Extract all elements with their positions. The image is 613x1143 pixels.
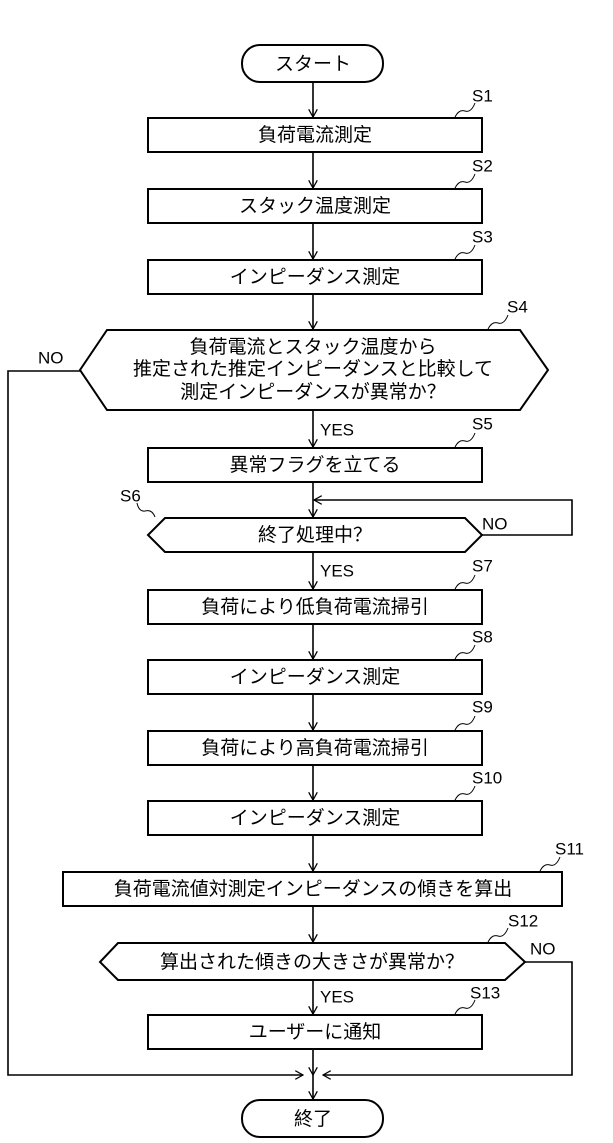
step-text: 負荷電流値対測定インピーダンスの傾きを算出 bbox=[114, 878, 513, 900]
start-label: スタート bbox=[275, 53, 351, 75]
yes-label: YES bbox=[320, 988, 354, 1007]
end-terminal: 終了 bbox=[242, 1100, 383, 1137]
no-label: NO bbox=[38, 349, 64, 368]
step-text: インピーダンス測定 bbox=[230, 266, 401, 288]
step-s3: インピーダンス測定 S3 bbox=[148, 228, 493, 295]
step-text: 負荷により高負荷電流掃引 bbox=[201, 737, 429, 759]
step-id: S1 bbox=[472, 87, 493, 106]
step-id: S3 bbox=[472, 228, 493, 247]
step-id: S5 bbox=[472, 415, 493, 434]
step-id: S8 bbox=[472, 628, 493, 647]
step-id: S7 bbox=[472, 557, 493, 576]
step-id: S10 bbox=[472, 769, 502, 788]
step-id: S11 bbox=[555, 840, 584, 859]
step-id: S2 bbox=[472, 157, 493, 176]
step-s10: インピーダンス測定 S10 bbox=[148, 769, 502, 836]
step-text: インピーダンス測定 bbox=[230, 666, 401, 688]
step-id: S4 bbox=[507, 298, 528, 317]
step-text: ユーザーに通知 bbox=[249, 1021, 382, 1043]
decision-text: 算出された傾きの大きさが異常か？ bbox=[160, 951, 464, 973]
step-text: インピーダンス測定 bbox=[230, 807, 401, 829]
decision-line: 負荷電流とスタック温度から bbox=[189, 336, 436, 358]
no-label: NO bbox=[530, 940, 556, 959]
step-s2: スタック温度測定 S2 bbox=[148, 157, 493, 224]
step-id: S12 bbox=[508, 912, 538, 931]
no-label: NO bbox=[482, 515, 508, 534]
decision-line: 推定された推定インピーダンスと比較して bbox=[133, 358, 493, 380]
step-text: 負荷電流測定 bbox=[258, 124, 372, 146]
step-s1: 負荷電流測定 S1 bbox=[148, 87, 493, 153]
step-s11: 負荷電流値対測定インピーダンスの傾きを算出 S11 bbox=[63, 840, 584, 907]
yes-label: YES bbox=[320, 421, 354, 440]
decision-text: 終了処理中？ bbox=[258, 524, 372, 546]
step-id: S6 bbox=[120, 487, 141, 506]
step-id: S9 bbox=[472, 698, 493, 717]
decision-line: 測定インピーダンスが異常か？ bbox=[180, 381, 446, 403]
yes-label: YES bbox=[320, 562, 354, 581]
step-s9: 負荷により高負荷電流掃引 S9 bbox=[148, 698, 493, 766]
step-text: スタック温度測定 bbox=[239, 195, 391, 217]
step-id: S13 bbox=[470, 984, 500, 1003]
step-text: 負荷により低負荷電流掃引 bbox=[201, 596, 429, 618]
step-text: 異常フラグを立てる bbox=[229, 454, 400, 476]
start-terminal: スタート bbox=[242, 45, 383, 82]
step-s8: インピーダンス測定 S8 bbox=[148, 628, 493, 695]
end-label: 終了 bbox=[294, 1108, 332, 1130]
